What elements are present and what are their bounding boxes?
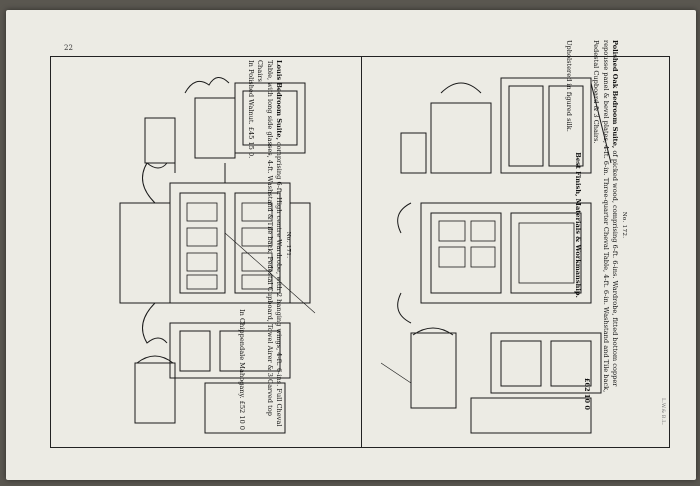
washstand [169,322,291,379]
suite-title: Louis Bedroom Suite, [274,60,283,140]
caption-louis-suite: No. 171. Louis Bedroom Suite, comprising… [237,60,292,430]
page-number: 22 [64,44,73,52]
suite-number: No. 171. [285,231,291,259]
caption-oak-suite: No. 172. Polished Oak Bedroom Suite, of … [564,40,628,410]
price-mahogany-label: In Chippendale Mahogany. [237,309,246,399]
price-walnut: £45 15 0. [247,126,256,159]
oak-chair [410,332,457,409]
louis-suite-illustration [119,77,316,434]
oak-chair-top [400,132,427,174]
chair [134,362,176,424]
oak-cheval-table [500,77,592,174]
printer-mark: L.W.& B.L. [660,398,666,425]
price-walnut-label: In Polished Walnut. [247,60,256,125]
oak-suite-illustration [381,77,612,434]
column-divider [361,57,363,447]
suite-number: No. 172. [621,211,627,239]
price-mahogany: £52 10 0 [237,400,246,430]
catalogue-page: 22 [6,10,696,480]
suite-title: Polished Oak Bedroom Suite, [610,40,619,149]
oak-washstand [490,332,602,394]
oak-wardrobe [420,202,592,304]
finish-note: Best Finish, Materials & Workmanship. [573,152,582,298]
upholstery-note: Upholstered in figured silk. [564,40,573,132]
towel-airer [144,117,176,164]
plate-frame [50,56,670,448]
pedestal-cupboard [204,382,286,434]
price-oak: £62 10 0 [583,377,592,410]
oak-pedestal [470,397,592,434]
